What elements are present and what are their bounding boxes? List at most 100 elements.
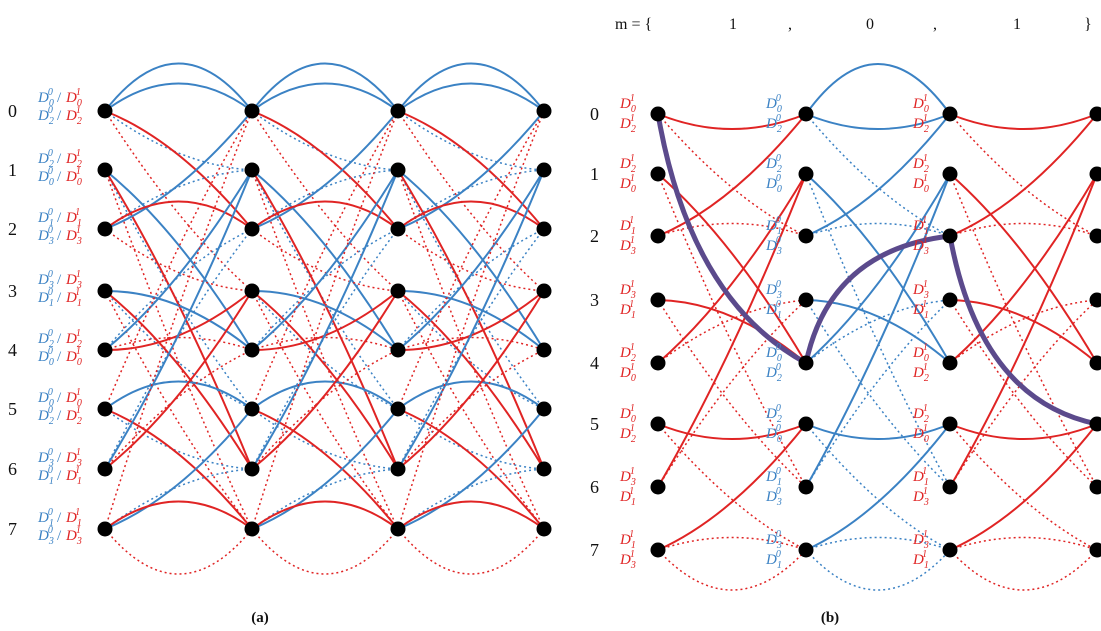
edge-solid (251, 200, 399, 230)
message-bit-0: 1 (729, 16, 737, 33)
state-node (97, 162, 113, 178)
state-label: D01 (619, 173, 636, 195)
edge-solid (805, 173, 951, 364)
edge-dotted (251, 290, 399, 530)
state-node (536, 221, 552, 237)
message-bit-1: 0 (866, 16, 874, 33)
state-label: D10 (765, 549, 782, 571)
row-number: 3 (590, 290, 599, 310)
state-label: D21 (65, 105, 82, 127)
edge-loop-top (805, 63, 951, 115)
state-node (942, 479, 958, 495)
edge-solid (397, 380, 545, 410)
state-label: D00 (37, 387, 54, 409)
message-label: m = { (615, 16, 652, 33)
edge-solid (397, 169, 545, 351)
panel-b-edges (657, 63, 1098, 591)
state-node (390, 103, 406, 119)
row-number: 4 (590, 353, 599, 373)
edge-solid (805, 173, 951, 364)
state-label: D11 (619, 299, 635, 321)
row-number: 2 (590, 226, 599, 246)
state-label: D30 (37, 225, 54, 247)
edge-solid (251, 169, 399, 351)
edge-solid (397, 110, 545, 230)
edge-solid (251, 290, 399, 352)
state-label: D10 (37, 287, 54, 309)
state-node (1089, 479, 1101, 495)
edge-dotted (657, 173, 807, 488)
edge-dotted (397, 228, 545, 292)
state-node (390, 283, 406, 299)
state-label: D31 (912, 529, 929, 551)
state-node (650, 416, 666, 432)
edge-dotted (251, 290, 399, 410)
state-label: D00 (765, 423, 782, 445)
edge-solid (805, 299, 951, 364)
state-label: D31 (912, 486, 929, 508)
edge-dotted (949, 113, 1098, 237)
state-node (390, 221, 406, 237)
label-slash: / (57, 408, 62, 424)
edge-loop-bottom (397, 528, 545, 575)
edge-solid (104, 110, 253, 230)
edge-solid (397, 200, 545, 230)
state-label: D21 (619, 113, 636, 135)
edge-dotted (657, 423, 807, 551)
edge-dotted (251, 228, 399, 292)
edge-loop-bottom (104, 528, 253, 575)
state-node (536, 521, 552, 537)
edge-solid (104, 110, 253, 230)
state-node (244, 283, 260, 299)
edge-solid (805, 113, 951, 130)
state-node (244, 521, 260, 537)
edge-solid (397, 290, 545, 352)
edge-solid (949, 423, 1098, 551)
edge-solid (657, 299, 807, 364)
state-label: D11 (65, 507, 81, 529)
state-label: D01 (619, 362, 636, 384)
state-node (1089, 166, 1101, 182)
edge-solid (251, 169, 399, 470)
edge-solid (251, 500, 399, 530)
state-node (650, 106, 666, 122)
edge-dotted (657, 299, 807, 364)
state-label: D31 (619, 235, 636, 257)
state-label: D20 (37, 328, 54, 350)
state-label: D01 (619, 403, 636, 425)
state-node (1089, 106, 1101, 122)
edge-dotted (805, 423, 951, 551)
state-node (798, 106, 814, 122)
edge-dotted (397, 349, 545, 470)
row-number: 5 (590, 414, 599, 434)
row-number: 6 (8, 459, 17, 479)
state-label: D21 (912, 362, 929, 384)
edge-dotted (104, 169, 253, 410)
edge-solid (104, 169, 253, 351)
edge-solid (104, 290, 253, 470)
state-label: D31 (619, 549, 636, 571)
state-node (390, 162, 406, 178)
state-node (536, 342, 552, 358)
state-node (942, 355, 958, 371)
edge-solid (104, 200, 253, 230)
edge-dotted (397, 290, 545, 410)
state-label: D00 (765, 93, 782, 115)
edge-dotted (397, 336, 545, 351)
state-label: D10 (37, 207, 54, 229)
state-node (244, 162, 260, 178)
panel-a-edges (104, 62, 545, 575)
state-label: D20 (765, 403, 782, 425)
edge-solid (805, 113, 951, 237)
state-node (942, 228, 958, 244)
edge-solid (251, 290, 399, 470)
edge-dotted (104, 290, 253, 410)
state-label: D30 (765, 279, 782, 301)
state-label: D21 (65, 148, 82, 170)
state-node (536, 103, 552, 119)
state-node (1089, 292, 1101, 308)
label-slash: / (57, 331, 62, 347)
state-label: D10 (765, 466, 782, 488)
edge-dotted (104, 110, 253, 171)
edge-loop-bottom (251, 528, 399, 575)
